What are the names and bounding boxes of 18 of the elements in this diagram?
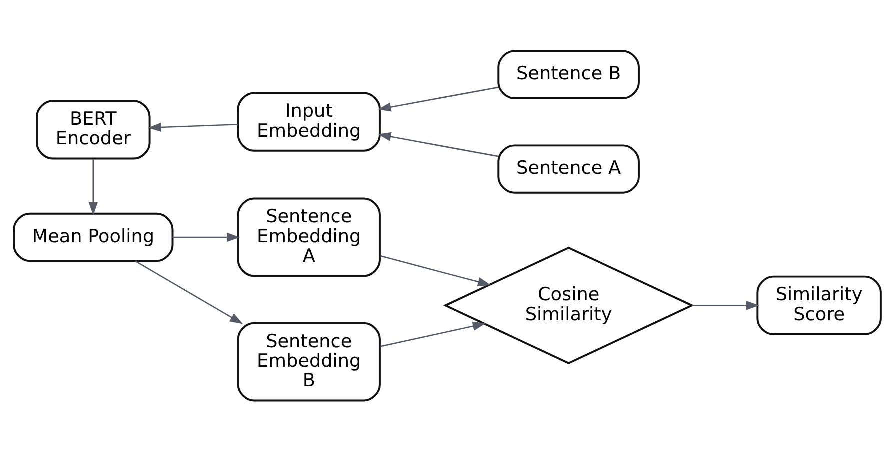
arrow xyxy=(380,322,486,348)
arrow xyxy=(88,159,98,216)
node-box: Input Embedding xyxy=(237,92,381,152)
node-box: Mean Pooling xyxy=(13,212,174,262)
node-box: Similarity Score xyxy=(756,276,882,336)
arrow xyxy=(378,86,498,112)
node-box: BERT Encoder xyxy=(36,100,151,160)
arrow xyxy=(134,260,244,324)
node-box: Sentence Embedding A xyxy=(237,198,381,278)
arrow xyxy=(380,255,492,286)
arrow xyxy=(378,132,498,158)
node-box: Sentence Embedding B xyxy=(237,322,381,402)
arrow xyxy=(172,232,240,242)
node-box: Sentence A xyxy=(498,144,640,194)
node-box: Sentence B xyxy=(498,50,640,100)
arrow xyxy=(692,301,760,310)
arrow xyxy=(148,122,238,132)
node-diamond: Cosine Similarity xyxy=(443,246,694,364)
